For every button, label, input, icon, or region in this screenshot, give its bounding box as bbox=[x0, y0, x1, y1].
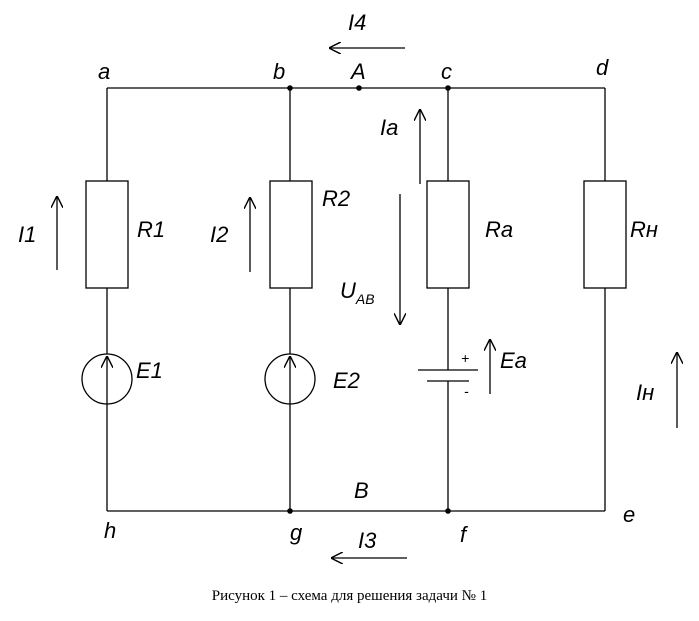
junction-dot-b bbox=[287, 85, 293, 91]
label-rn: Rн bbox=[630, 217, 658, 242]
junction-dot-f bbox=[445, 508, 451, 514]
node-label-b-point: B bbox=[354, 478, 369, 503]
junction-dot-a-point bbox=[356, 85, 362, 91]
label-i4: I4 bbox=[348, 10, 366, 35]
label-r2: R2 bbox=[322, 186, 350, 211]
node-label-c: c bbox=[441, 59, 452, 84]
battery-plus-sign: + bbox=[461, 350, 469, 366]
label-uab: UAB bbox=[340, 278, 375, 307]
node-label-h: h bbox=[104, 518, 116, 543]
resistor-r1 bbox=[85, 180, 129, 289]
resistor-rn bbox=[583, 180, 627, 289]
node-label-e: e bbox=[623, 502, 635, 527]
node-label-d: d bbox=[596, 55, 609, 80]
node-label-a: a bbox=[98, 59, 110, 84]
node-label-f: f bbox=[460, 522, 469, 547]
node-label-b: b bbox=[273, 59, 285, 84]
label-ra: Ra bbox=[485, 217, 513, 242]
label-ea: Ea bbox=[500, 348, 527, 373]
battery-minus-sign: - bbox=[464, 383, 469, 399]
node-label-a-point: A bbox=[349, 59, 366, 84]
junction-dot-g bbox=[287, 508, 293, 514]
label-ia: Ia bbox=[380, 115, 398, 140]
label-i1: I1 bbox=[18, 222, 36, 247]
label-r1: R1 bbox=[137, 217, 165, 242]
resistor-ra bbox=[426, 180, 470, 289]
figure-caption: Рисунок 1 – схема для решения задачи № 1 bbox=[211, 588, 488, 604]
label-in: Iн bbox=[636, 380, 654, 405]
label-i3: I3 bbox=[358, 528, 377, 553]
label-uab-sub: AB bbox=[355, 291, 375, 307]
label-e1: E1 bbox=[136, 358, 163, 383]
label-i2: I2 bbox=[210, 222, 228, 247]
node-label-g: g bbox=[290, 520, 303, 545]
resistor-r2 bbox=[269, 180, 313, 289]
label-uab-main: U bbox=[340, 278, 356, 303]
label-e2: E2 bbox=[333, 368, 360, 393]
junction-dot-c bbox=[445, 85, 451, 91]
